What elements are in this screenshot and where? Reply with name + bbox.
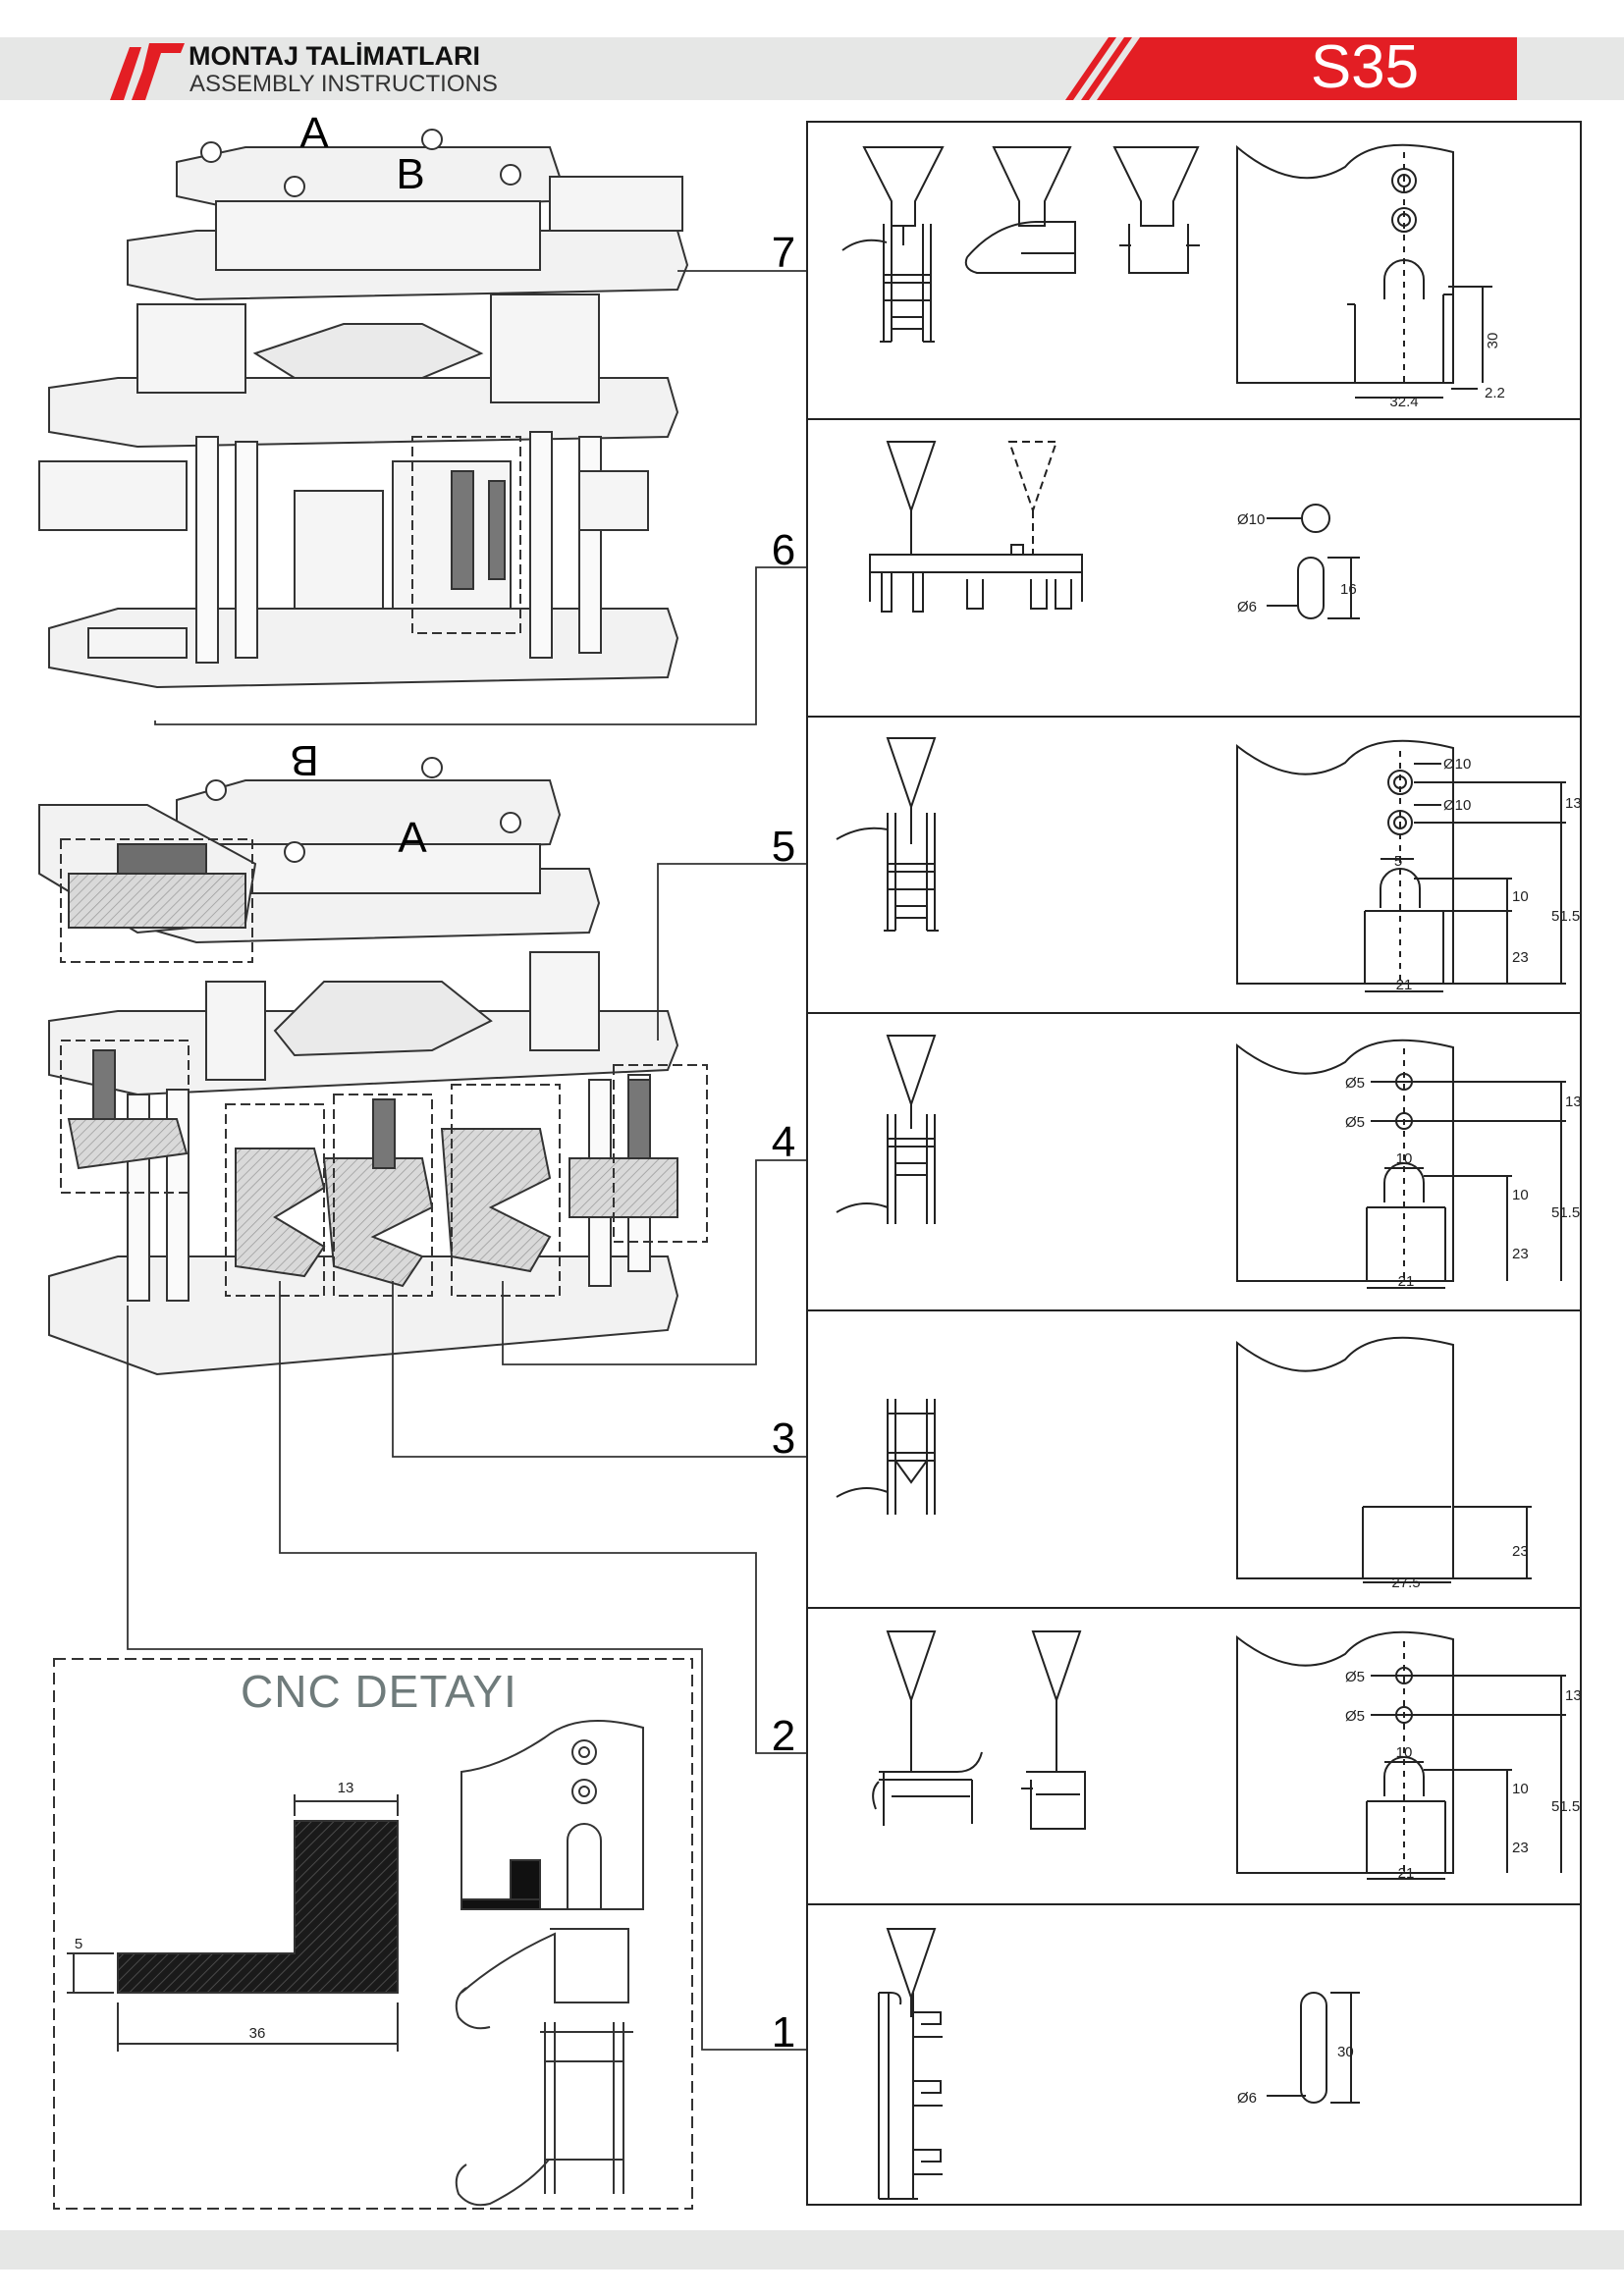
step-1-profiles [878,1928,1360,2200]
leader-3 [392,1281,807,1458]
dim-4-13: 13 [1565,1094,1582,1110]
leader-1 [127,1306,807,2051]
step-num-1: 1 [772,2008,795,2056]
dim-3-275: 27.5 [1391,1575,1420,1591]
code-badge [1065,37,1517,100]
label-top-b: B [396,150,424,198]
dim-2-13: 13 [1565,1687,1582,1704]
cnc-dim-top: 13 [338,1780,354,1796]
dim-1-d6: Ø6 [1237,2090,1257,2107]
step-6-profiles [869,441,1360,619]
dim-6-d10: Ø10 [1237,511,1265,528]
dim-4-21: 21 [1398,1273,1415,1290]
step-3-profiles [836,1336,1532,1583]
dim-5-21: 21 [1396,977,1413,993]
leader-4 [502,1159,807,1365]
title-turkish: MONTAJ TALİMATLARI [189,41,480,71]
dim-4-v10: 10 [1512,1187,1529,1203]
leader-6 [154,566,807,725]
dim-4-d1: Ø5 [1345,1075,1365,1092]
dim-5-5: 5 [1394,853,1402,870]
step-2-profiles [872,1630,1566,1880]
step-5-profiles [836,737,1566,992]
label-bottom-a: A [398,814,427,862]
dim-2-515: 51.5 [1551,1798,1580,1815]
step-num-7: 7 [772,229,795,277]
dim-7-h: 30 [1485,333,1501,349]
dim-4-d2: Ø5 [1345,1114,1365,1131]
cnc-detail-box [53,1658,693,2210]
step-4-profiles [836,1035,1566,1289]
leader-lines [127,270,807,2051]
cnc-dim-left: 5 [75,1936,82,1952]
footer-bar [0,2230,1624,2269]
profile-code: S35 [1310,33,1420,101]
dim-2-21: 21 [1398,1865,1415,1882]
dim-2-h10: 10 [1396,1744,1413,1761]
leader-5 [657,863,807,1041]
die-top [38,129,689,689]
title-english: ASSEMBLY INSTRUCTIONS [189,71,498,97]
cnc-dim-bottom: 36 [249,2025,266,2042]
dim-2-d2: Ø5 [1345,1708,1365,1725]
step-num-6: 6 [772,526,795,574]
step-num-2: 2 [772,1712,795,1760]
dim-7-off: 2.2 [1485,385,1505,401]
dim-3-23: 23 [1512,1543,1529,1560]
dim-5-d1: Ø10 [1443,756,1471,773]
dim-4-515: 51.5 [1551,1204,1580,1221]
die-bottom [38,757,708,1376]
cnc-detail-title: CNC DETAYI [241,1666,517,1717]
dim-4-h10: 10 [1396,1150,1413,1167]
leader-2 [279,1281,807,1754]
dim-2-d1: Ø5 [1345,1669,1365,1685]
dim-6-d6: Ø6 [1237,599,1257,615]
dim-5-10: 10 [1512,888,1529,905]
dim-5-515: 51.5 [1551,908,1580,925]
dim-6-slot: 16 [1340,581,1357,598]
label-bottom-b: B [290,736,318,784]
dim-7-w: 32.4 [1389,394,1418,410]
dim-4-23: 23 [1512,1246,1529,1262]
step-panels [806,121,1582,2206]
step-num-4: 4 [772,1118,795,1166]
dim-2-v10: 10 [1512,1781,1529,1797]
dim-1-slot: 30 [1337,2044,1354,2060]
dim-2-23: 23 [1512,1840,1529,1856]
step-num-3: 3 [772,1415,795,1463]
step-7-profiles [841,143,1492,399]
dim-5-d2: Ø10 [1443,797,1471,814]
label-top-a: A [299,109,329,157]
dim-5-23: 23 [1512,949,1529,966]
dim-5-13: 13 [1565,795,1582,812]
brand-logo [110,43,185,100]
step-num-5: 5 [772,823,795,871]
